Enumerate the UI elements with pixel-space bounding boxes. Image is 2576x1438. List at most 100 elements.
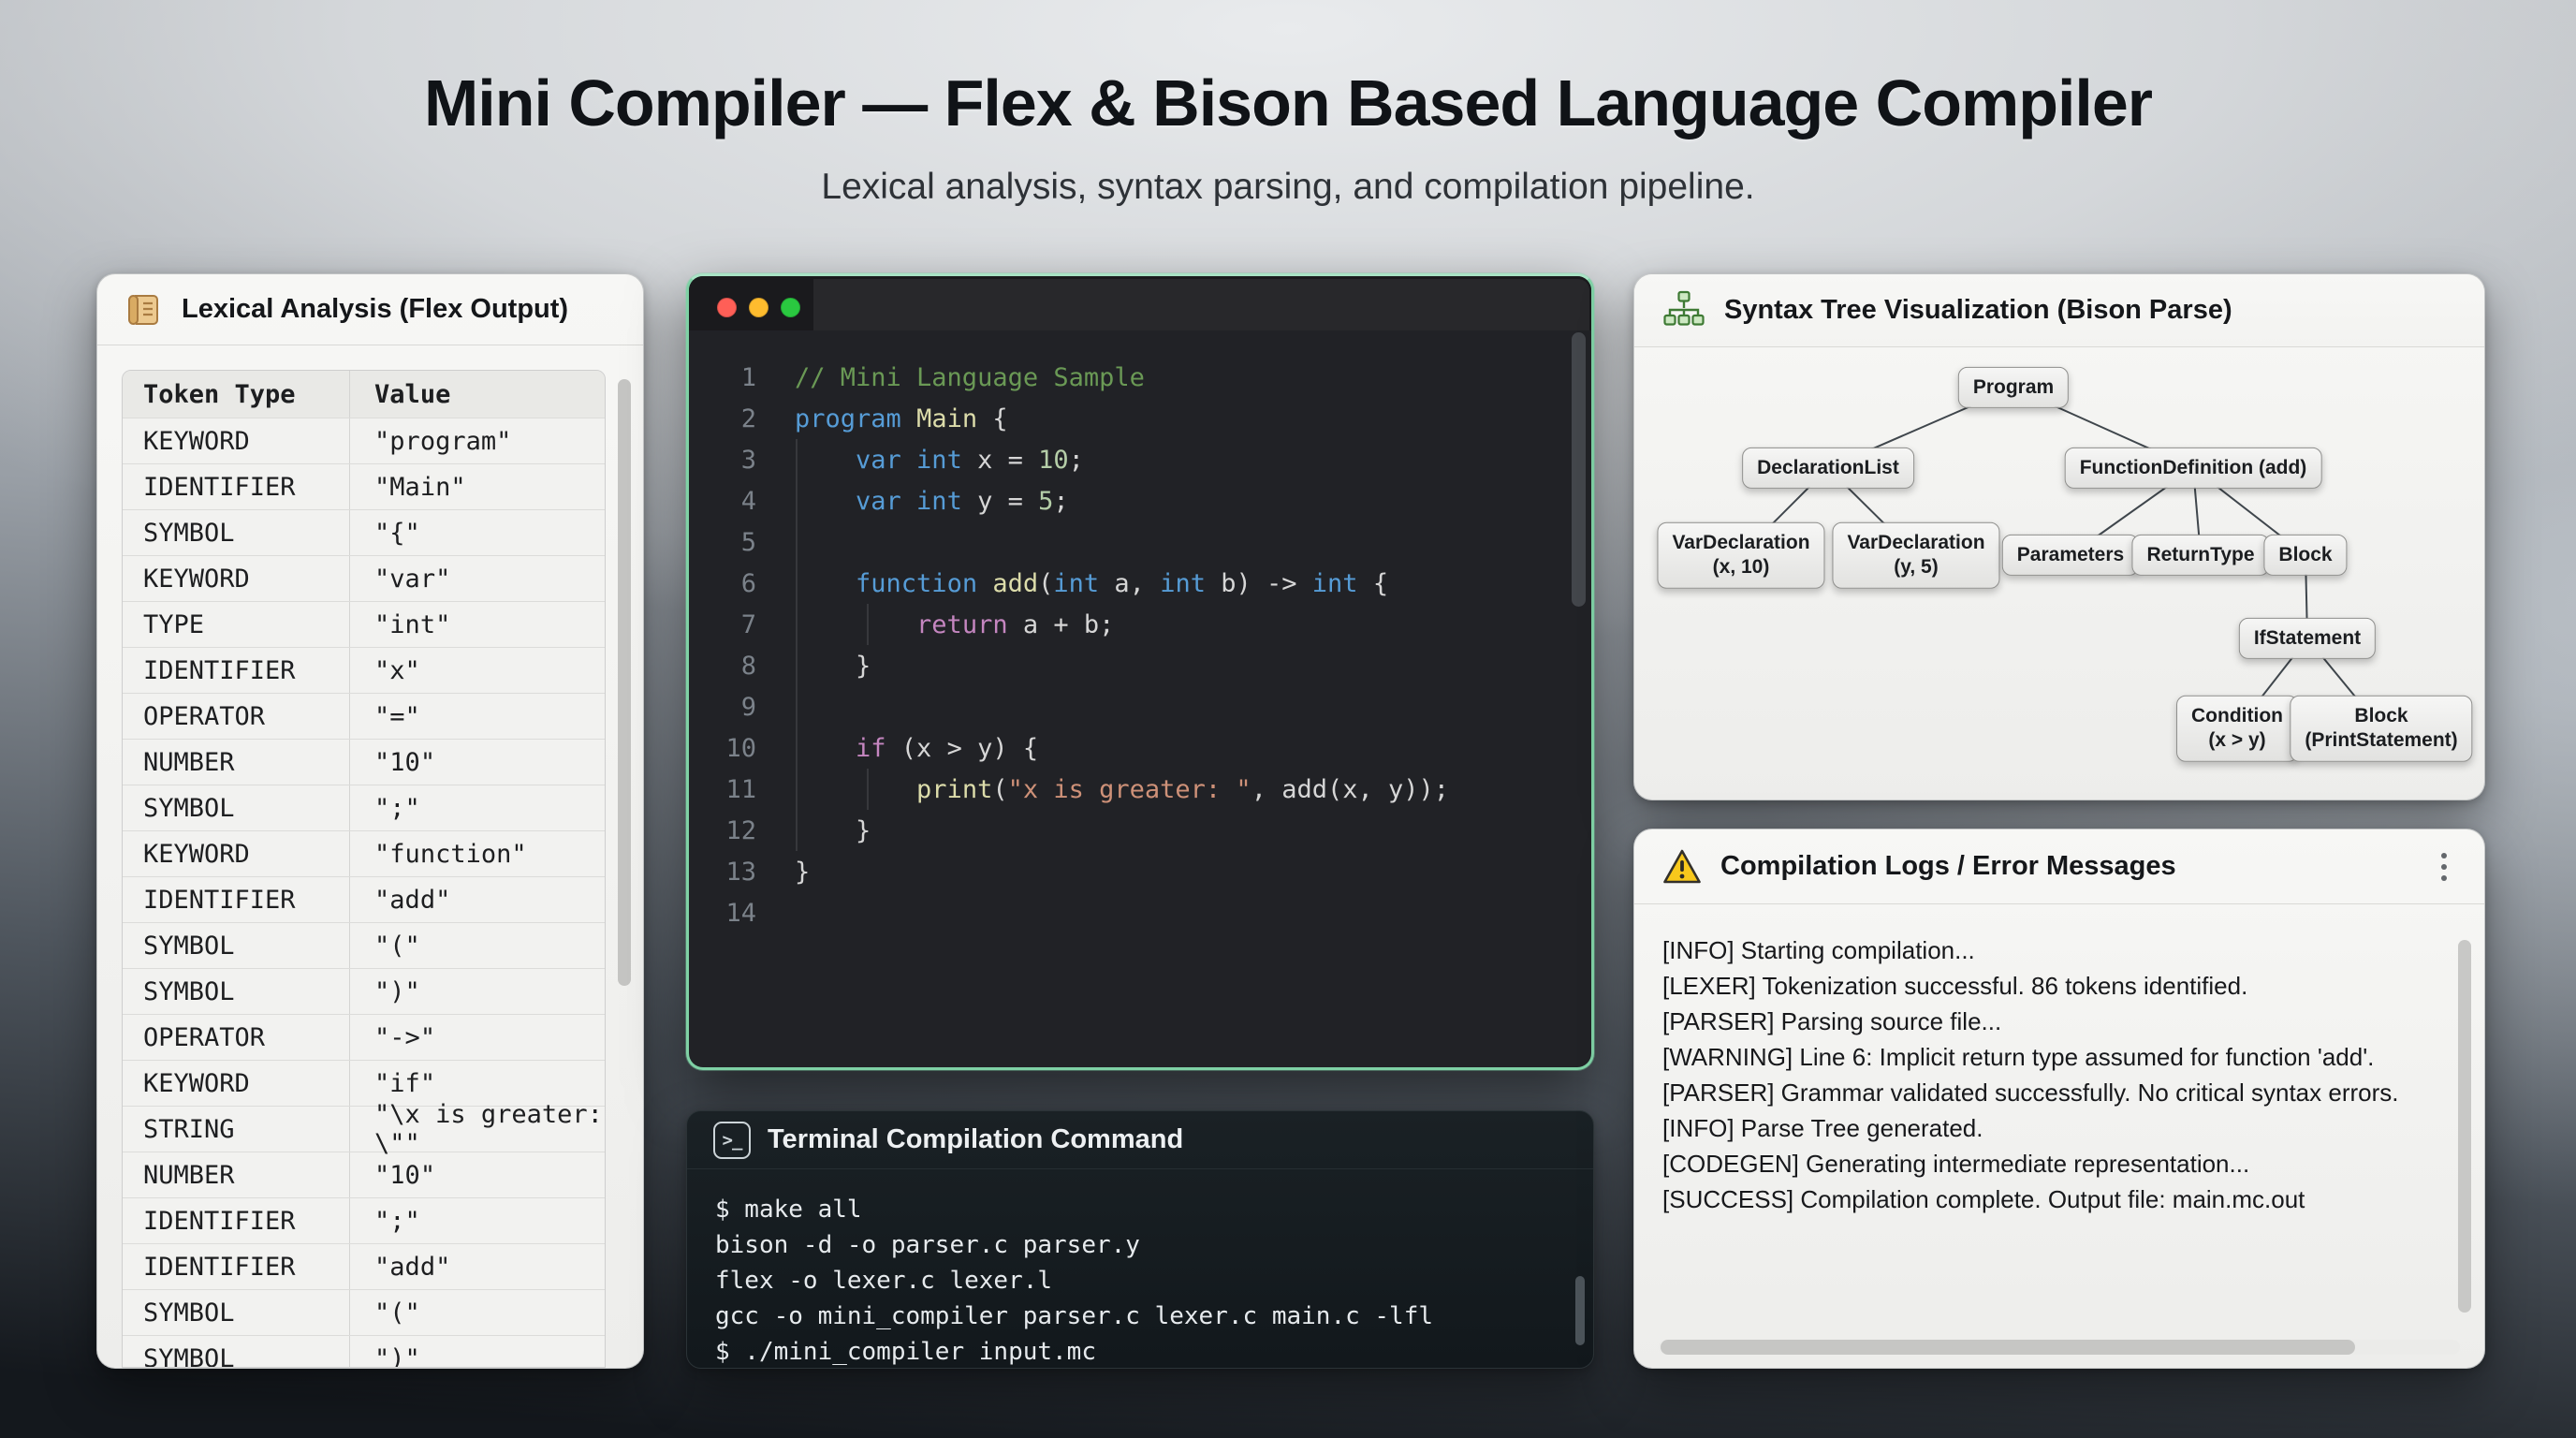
token-table-header-row: Token Type Value [123, 371, 605, 418]
table-row: OPERATOR"->" [123, 1014, 605, 1060]
token-value-cell: "(" [349, 1290, 605, 1335]
table-row: IDENTIFIER "add" [123, 876, 605, 922]
page-subtitle: Lexical analysis, syntax parsing, and co… [821, 167, 1755, 207]
logs-horizontal-scrollbar-track[interactable] [1659, 1340, 2460, 1355]
code-line: 3 var int x = 10; [689, 439, 1591, 480]
tree-panel-header: Syntax Tree Visualization (Bison Parse) [1634, 274, 2484, 347]
code-line: 9 [689, 686, 1591, 727]
token-type-cell: STRING [143, 1114, 235, 1144]
token-value-cell: "10" [349, 740, 605, 785]
log-line: [INFO] Parse Tree generated. [1662, 1114, 1983, 1142]
code-line: 1 // Mini Language Sample [689, 357, 1591, 398]
logs-vertical-scrollbar-thumb[interactable] [2458, 940, 2471, 1313]
indent-guide [867, 769, 869, 810]
token-type-cell: KEYWORD [143, 564, 250, 594]
token-table: Token Type Value KEYWORD"program"IDENTIF… [122, 370, 606, 1368]
token-type-cell: SYMBOL [143, 1343, 235, 1368]
line-number: 13 [725, 857, 756, 887]
terminal-line: bison -d -o parser.c parser.y [715, 1231, 1140, 1259]
token-value-cell: "var" [349, 556, 605, 601]
table-row: SYMBOL"(" [123, 922, 605, 968]
token-type-cell: NUMBER [143, 747, 235, 777]
tree-node: IfStatement [2238, 617, 2377, 660]
token-value-cell: "add" [349, 877, 605, 922]
token-type-cell: SYMBOL [143, 931, 235, 961]
table-row: KEYWORD"function" [123, 830, 605, 876]
code-line: 14 [689, 892, 1591, 933]
token-type-cell: KEYWORD [143, 839, 250, 869]
tree-node: ReturnType [2131, 534, 2270, 577]
token-value-cell: "Main" [349, 464, 605, 509]
logs-horizontal-scrollbar-thumb[interactable] [1661, 1340, 2355, 1355]
log-output[interactable]: [INFO] Starting compilation...[LEXER] To… [1634, 904, 2484, 1217]
value-column-header: Value [349, 371, 605, 418]
code-text: var int x = 10; [856, 445, 1084, 475]
token-type-cell: SYMBOL [143, 976, 235, 1006]
token-value-cell: "add" [349, 1244, 605, 1289]
log-line: [INFO] Starting compilation... [1662, 936, 1975, 964]
code-text: } [795, 815, 871, 845]
tree-node: Program [1957, 366, 2070, 409]
indent-guide [796, 439, 798, 851]
table-row: STRING"\x is greater: \"" [123, 1100, 605, 1158]
log-line: [SUCCESS] Compilation complete. Output f… [1662, 1185, 2305, 1213]
code-line: 6 function add(int a, int b) -> int { [689, 563, 1591, 604]
token-value-cell: ";" [349, 1198, 605, 1243]
code-text: } [795, 651, 871, 681]
logs-panel-title: Compilation Logs / Error Messages [1720, 851, 2176, 881]
indent-guide [867, 604, 869, 645]
line-number: 5 [740, 527, 756, 557]
table-row: IDENTIFIER"x" [123, 647, 605, 693]
line-number: 4 [740, 486, 756, 516]
tree-node: Block (PrintStatement) [2290, 695, 2473, 762]
token-value-cell: ")" [349, 1336, 605, 1367]
token-value-cell: "int" [349, 602, 605, 647]
zoom-button[interactable] [781, 298, 800, 317]
terminal-icon: >_ [713, 1121, 751, 1159]
token-type-cell: IDENTIFIER [143, 885, 296, 915]
token-value-cell: ";" [349, 785, 605, 830]
line-number: 2 [740, 404, 756, 433]
table-row: IDENTIFIER "Main" [123, 463, 605, 509]
token-type-cell: KEYWORD [143, 1068, 250, 1098]
tree-node: VarDeclaration (y, 5) [1832, 521, 2000, 589]
token-table-scrollbar-thumb[interactable] [618, 379, 631, 986]
token-type-cell: SYMBOL [143, 793, 235, 823]
lexical-panel-title: Lexical Analysis (Flex Output) [182, 294, 569, 324]
terminal-scrollbar-thumb[interactable] [1575, 1276, 1585, 1345]
close-button[interactable] [717, 298, 737, 317]
warning-icon [1662, 848, 1702, 886]
line-number: 1 [740, 362, 756, 392]
token-type-cell: IDENTIFIER [143, 472, 296, 502]
token-type-cell: NUMBER [143, 1160, 235, 1190]
token-type-cell: SYMBOL [143, 1298, 235, 1328]
editor-titlebar[interactable] [689, 276, 1591, 330]
editor-scrollbar-thumb[interactable] [1572, 332, 1586, 607]
table-row: SYMBOL "{" [123, 509, 605, 555]
page-title: Mini Compiler — Flex & Bison Based Langu… [423, 66, 2153, 139]
table-row: TYPE "int" [123, 601, 605, 647]
token-type-cell: SYMBOL [143, 518, 235, 548]
scroll-icon [125, 291, 163, 329]
token-type-cell: TYPE [143, 609, 205, 639]
tree-panel-title: Syntax Tree Visualization (Bison Parse) [1724, 295, 2232, 325]
token-value-cell: "{" [349, 510, 605, 555]
table-row: KEYWORD "var" [123, 555, 605, 601]
code-line: 11 print("x is greater: ", add(x, y)); [689, 769, 1591, 810]
code-text: } [795, 857, 811, 887]
table-row: IDENTIFIER"add" [123, 1243, 605, 1289]
code-line: 12 } [689, 810, 1591, 851]
minimize-button[interactable] [749, 298, 768, 317]
kebab-menu-button[interactable] [2436, 847, 2452, 887]
code-line: 13} [689, 851, 1591, 892]
editor-tabstrip [813, 279, 1589, 330]
code-text: // Mini Language Sample [795, 362, 1145, 392]
terminal-line: flex -o lexer.c lexer.l [715, 1267, 1053, 1295]
org-chart-icon [1662, 289, 1705, 332]
